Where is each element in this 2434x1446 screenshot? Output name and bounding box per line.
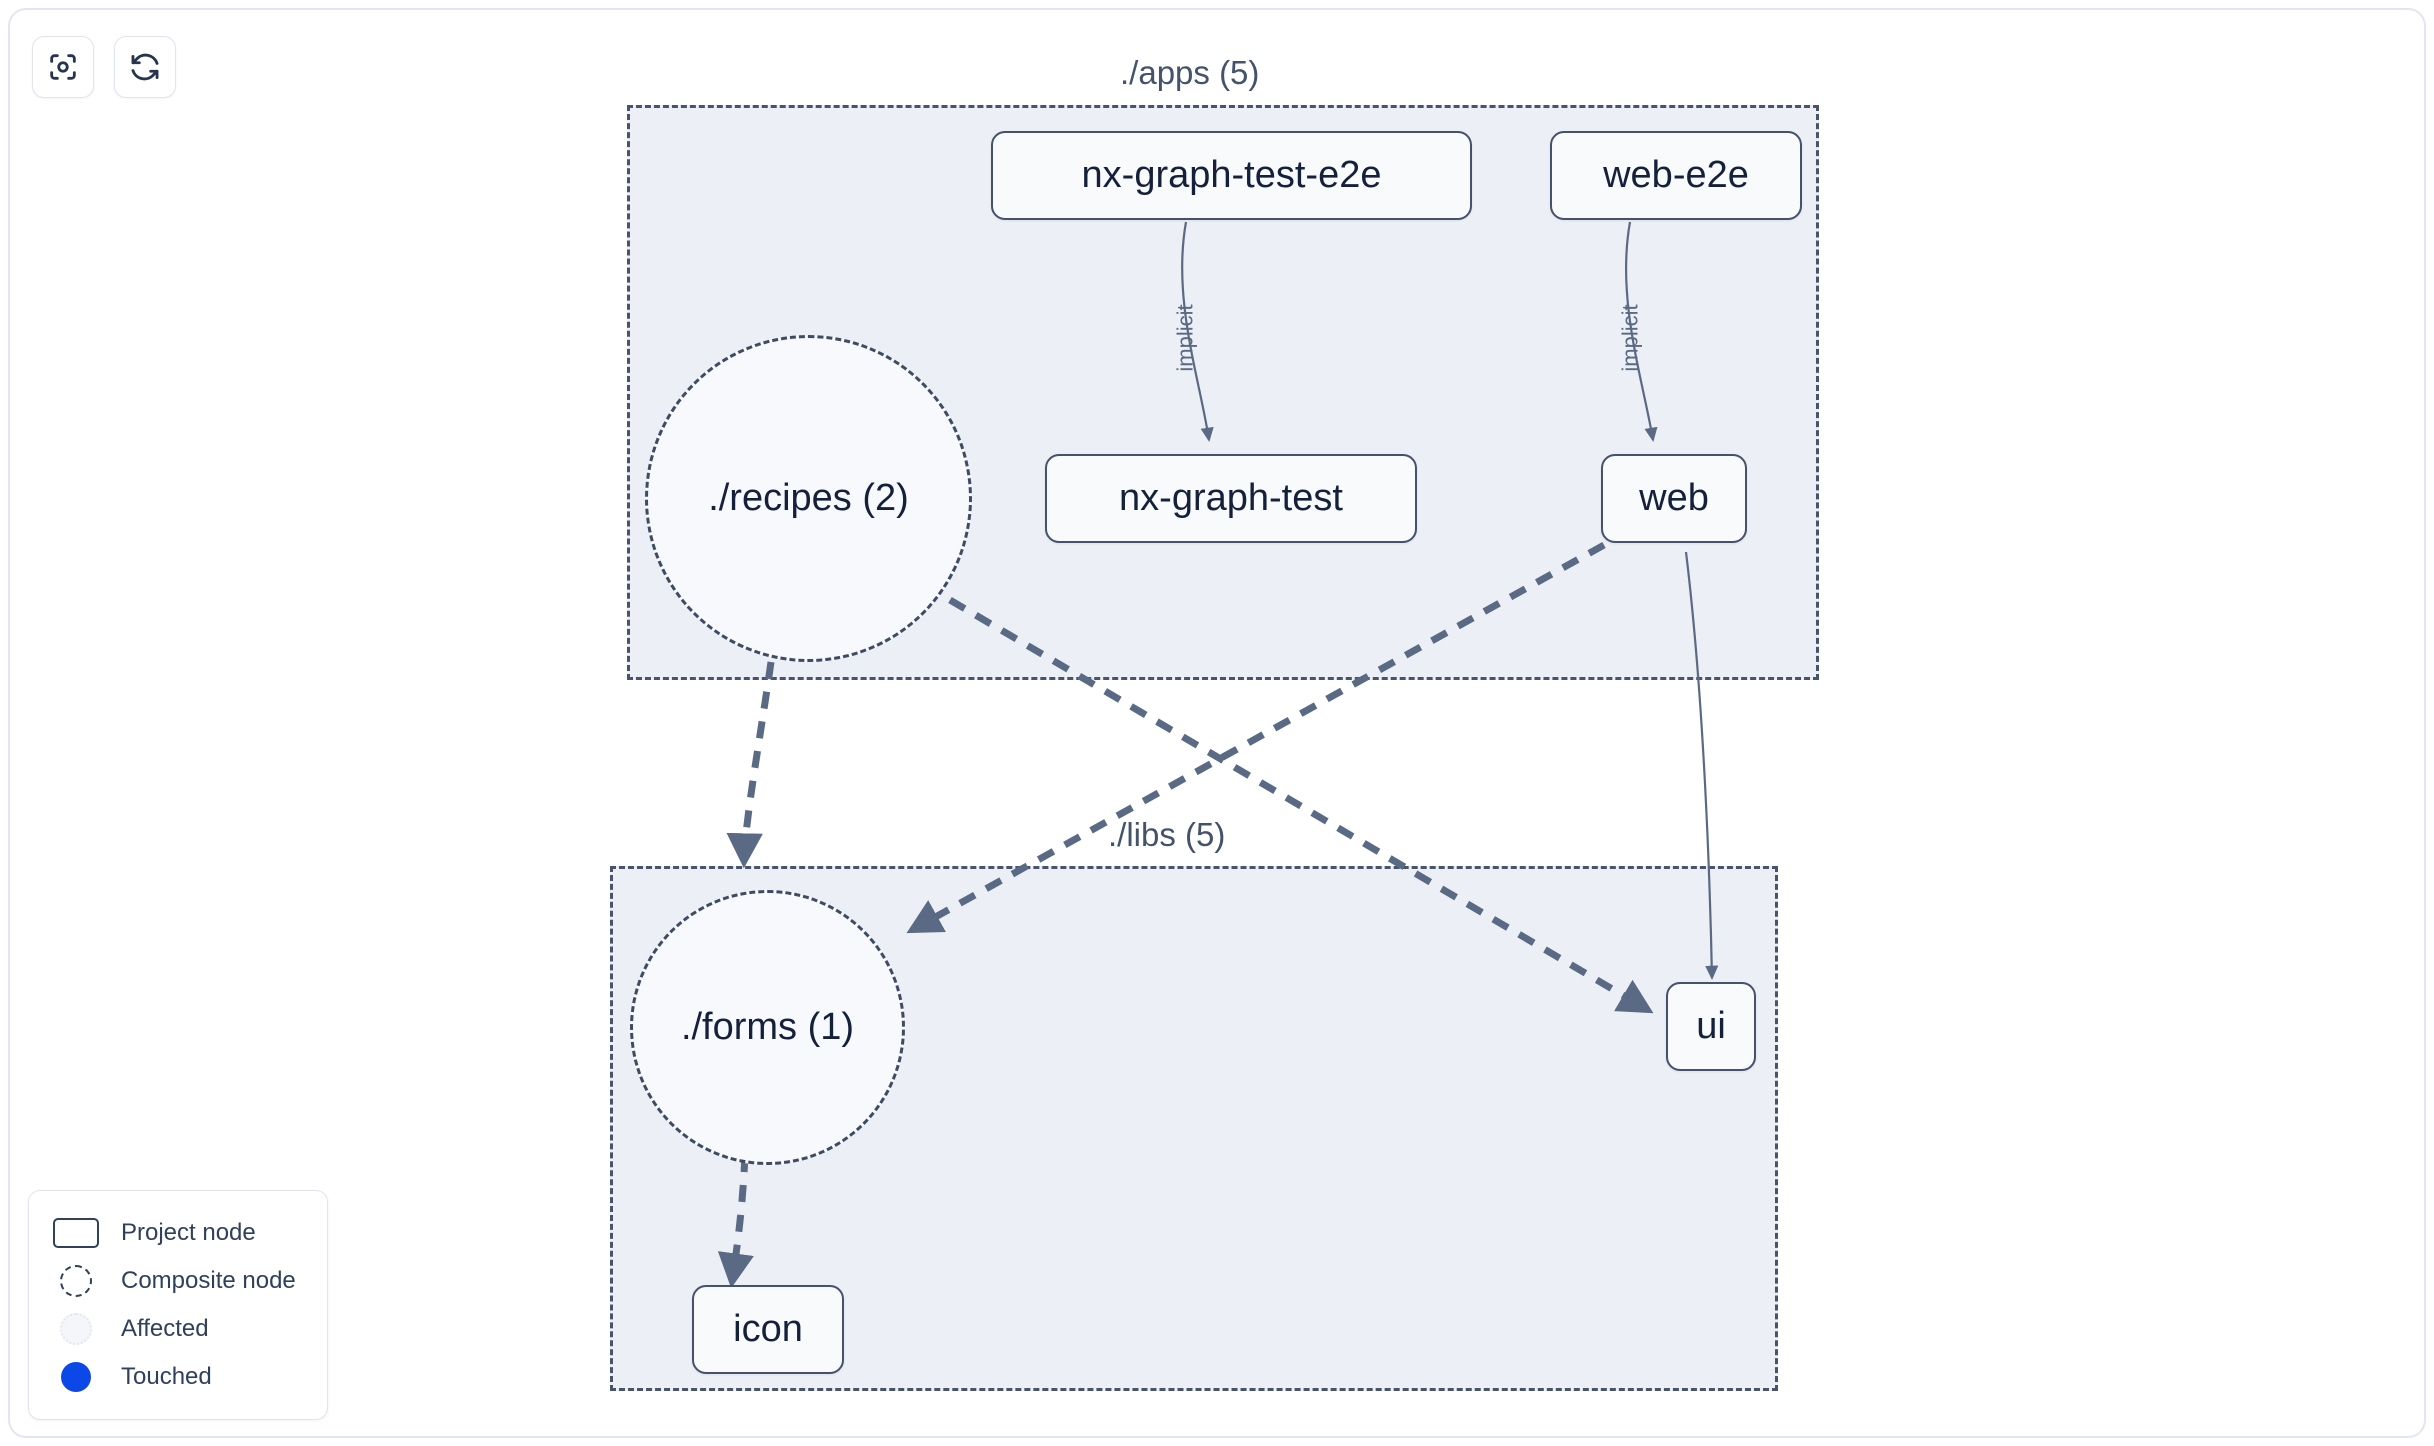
- node-label: nx-graph-test-e2e: [1081, 154, 1382, 196]
- legend-label: Affected: [121, 1315, 209, 1342]
- edge-label-implicit-nx-graph-test: implicit: [1172, 304, 1198, 372]
- node-label: ui: [1696, 1005, 1726, 1047]
- composite-node-swatch: [51, 1265, 101, 1297]
- group-label-libs: ./libs (5): [1098, 818, 1236, 851]
- node-recipes[interactable]: ./recipes (2): [645, 335, 972, 662]
- legend-label: Touched: [121, 1363, 212, 1390]
- node-label: ./recipes (2): [708, 477, 909, 519]
- legend-label: Composite node: [121, 1267, 296, 1294]
- touched-swatch: [51, 1362, 101, 1392]
- graph-legend: Project node Composite node Affected Tou…: [28, 1190, 328, 1420]
- graph-toolbar: [32, 36, 176, 98]
- project-node-swatch: [51, 1218, 101, 1248]
- node-label: icon: [733, 1308, 803, 1350]
- affected-swatch: [51, 1313, 101, 1345]
- node-label: nx-graph-test: [1119, 477, 1343, 519]
- legend-item-affected: Affected: [51, 1305, 307, 1353]
- node-label: web: [1639, 477, 1709, 519]
- refresh-graph-button[interactable]: [114, 36, 176, 98]
- node-web-e2e[interactable]: web-e2e: [1550, 131, 1802, 220]
- group-label-apps: ./apps (5): [1110, 56, 1270, 89]
- node-label: web-e2e: [1603, 154, 1749, 196]
- node-nx-graph-test-e2e[interactable]: nx-graph-test-e2e: [991, 131, 1472, 220]
- node-label: ./forms (1): [680, 1006, 855, 1048]
- legend-item-touched: Touched: [51, 1353, 307, 1401]
- legend-item-composite-node: Composite node: [51, 1257, 307, 1305]
- node-forms[interactable]: ./forms (1): [630, 890, 905, 1165]
- focus-target-icon: [46, 50, 80, 84]
- refresh-icon: [128, 50, 162, 84]
- edge-label-implicit-web: implicit: [1617, 304, 1643, 372]
- focus-graph-button[interactable]: [32, 36, 94, 98]
- node-nx-graph-test[interactable]: nx-graph-test: [1045, 454, 1417, 543]
- legend-item-project-node: Project node: [51, 1209, 307, 1257]
- node-ui[interactable]: ui: [1666, 982, 1756, 1071]
- edge-recipes-to-forms: [726, 661, 775, 869]
- legend-label: Project node: [121, 1219, 256, 1246]
- node-web[interactable]: web: [1601, 454, 1747, 543]
- node-icon[interactable]: icon: [692, 1285, 844, 1374]
